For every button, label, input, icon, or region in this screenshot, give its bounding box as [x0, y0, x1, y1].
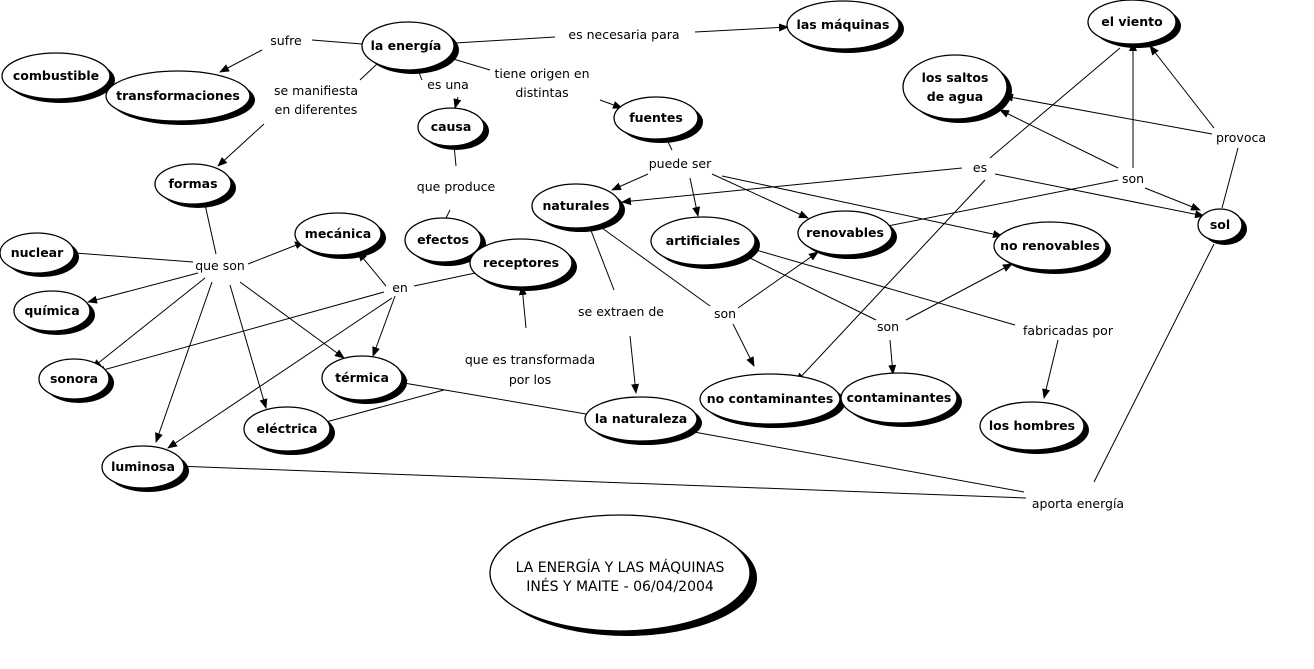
- concept-sonora: sonora: [38, 358, 114, 403]
- concept-fuentes-label: fuentes: [629, 110, 683, 125]
- concept-los-saltos-label-line1: los saltos: [922, 70, 989, 85]
- concept-la-naturaleza-label: la naturaleza: [595, 411, 687, 426]
- phrase-se-manifiesta-line1: se manifiesta: [274, 83, 358, 98]
- concept-las-maquinas-label: las máquinas: [797, 17, 890, 32]
- concept-sonora-label: sonora: [50, 371, 98, 386]
- concept-renovables-label: renovables: [806, 225, 884, 240]
- concept-los-saltos-de-agua: los saltos de agua: [902, 54, 1012, 123]
- phrase-sufre: sufre: [270, 33, 302, 48]
- concept-artificiales-label: artificiales: [666, 233, 740, 248]
- concept-transformaciones-label: transformaciones: [116, 88, 240, 103]
- phrase-que-produce: que produce: [417, 179, 496, 194]
- title-line-2: INÉS Y MAITE - 06/04/2004: [526, 578, 714, 595]
- concept-transformaciones: transformaciones: [105, 70, 255, 125]
- phrase-se-extraen-de: se extraen de: [578, 304, 664, 319]
- phrase-son-mid: son: [714, 306, 736, 321]
- phrase-tiene-origen-line1: tiene origen en: [494, 66, 589, 81]
- concept-termica-label: térmica: [335, 370, 389, 385]
- concept-efectos-label: efectos: [417, 232, 469, 247]
- concept-sol-label: sol: [1210, 217, 1230, 232]
- concept-receptores-label: receptores: [483, 255, 559, 270]
- concept-el-viento-label: el viento: [1101, 14, 1163, 29]
- concept-combustible: combustible: [1, 52, 115, 103]
- concept-nodes: la energía las máquinas el viento combus…: [0, 0, 1247, 492]
- concept-formas: formas: [154, 163, 236, 208]
- title-line-1: LA ENERGÍA Y LAS MÁQUINAS: [516, 559, 725, 576]
- concept-el-viento: el viento: [1087, 0, 1181, 48]
- concept-causa-label: causa: [431, 119, 472, 134]
- phrase-tiene-origen-line2: distintas: [515, 85, 568, 100]
- phrase-puede-ser: puede ser: [649, 156, 712, 171]
- concept-nuclear: nuclear: [0, 232, 79, 277]
- concept-no-renovables: no renovables: [993, 221, 1111, 274]
- concept-no-renovables-label: no renovables: [1000, 238, 1100, 253]
- concept-naturales-label: naturales: [542, 198, 609, 213]
- concept-causa: causa: [417, 107, 489, 150]
- concept-la-energia: la energía: [361, 21, 459, 74]
- concept-mecanica: mecánica: [294, 212, 386, 259]
- concept-quimica-label: química: [24, 303, 79, 318]
- concept-naturales: naturales: [531, 183, 625, 232]
- concept-los-saltos-label-line2: de agua: [927, 89, 984, 104]
- phrase-que-es-transformada-line2: por los: [509, 372, 551, 387]
- phrase-son-top: son: [1122, 171, 1144, 186]
- concept-las-maquinas: las máquinas: [786, 0, 904, 53]
- concept-no-contaminantes: no contaminantes: [699, 373, 845, 428]
- phrase-en: en: [392, 280, 408, 295]
- concept-quimica: química: [13, 290, 95, 335]
- phrase-aporta-energia: aporta energía: [1032, 496, 1124, 511]
- concept-no-contaminantes-label: no contaminantes: [707, 391, 834, 406]
- phrase-son-right: son: [877, 319, 899, 334]
- concept-receptores: receptores: [469, 238, 577, 291]
- concept-renovables: renovables: [797, 210, 897, 259]
- concept-nuclear-label: nuclear: [11, 245, 64, 260]
- phrase-es-necesaria-para: es necesaria para: [568, 27, 679, 42]
- concept-formas-label: formas: [168, 176, 217, 191]
- concept-los-hombres-label: los hombres: [989, 418, 1075, 433]
- concept-mecanica-label: mecánica: [305, 226, 371, 241]
- concept-efectos: efectos: [404, 217, 486, 266]
- concept-combustible-label: combustible: [13, 68, 99, 83]
- concept-luminosa: luminosa: [101, 445, 189, 492]
- phrase-es-una: es una: [427, 77, 469, 92]
- concept-los-hombres: los hombres: [979, 401, 1089, 454]
- phrase-que-son: que son: [195, 258, 245, 273]
- concept-la-naturaleza: la naturaleza: [584, 396, 702, 445]
- concept-electrica: eléctrica: [243, 406, 335, 455]
- linking-phrases: sufre es necesaria para es una se manifi…: [195, 27, 1266, 511]
- concept-sol: sol: [1197, 208, 1247, 245]
- phrase-que-es-transformada-line1: que es transformada: [465, 352, 595, 367]
- connector-lines: [61, 23, 1239, 499]
- concept-contaminantes-label: contaminantes: [847, 390, 952, 405]
- phrase-fabricadas-por: fabricadas por: [1023, 323, 1114, 338]
- phrase-es: es: [973, 160, 987, 175]
- concept-electrica-label: eléctrica: [257, 421, 318, 436]
- phrase-se-manifiesta-line2: en diferentes: [275, 102, 358, 117]
- concept-fuentes: fuentes: [613, 96, 703, 143]
- concept-artificiales: artificiales: [650, 216, 760, 269]
- concept-termica: térmica: [321, 355, 407, 404]
- concept-luminosa-label: luminosa: [111, 459, 175, 474]
- concept-la-energia-label: la energía: [371, 38, 442, 53]
- concept-contaminantes: contaminantes: [840, 372, 962, 427]
- phrase-provoca: provoca: [1216, 130, 1266, 145]
- title-bubble: LA ENERGÍA Y LAS MÁQUINAS INÉS Y MAITE -…: [489, 514, 757, 636]
